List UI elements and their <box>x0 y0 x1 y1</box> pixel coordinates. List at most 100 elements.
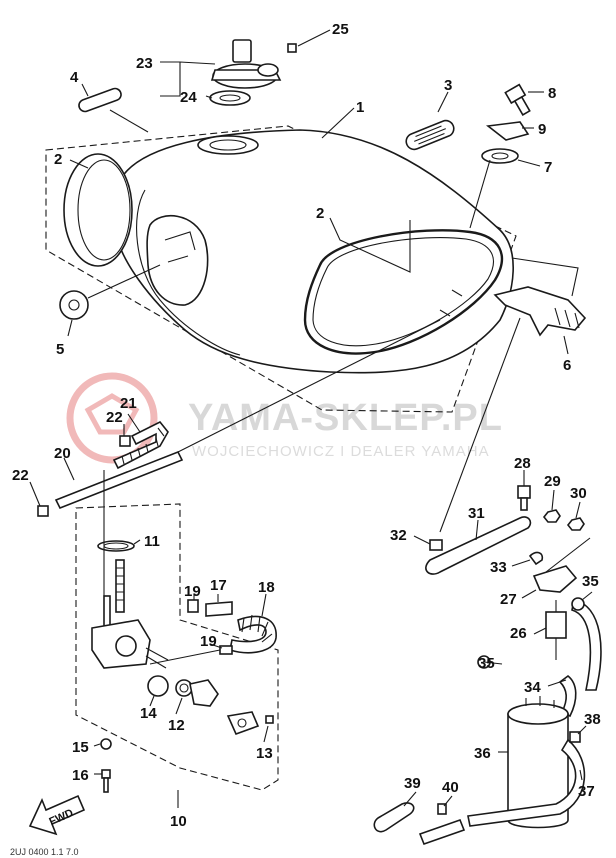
canister-36-top <box>507 703 569 725</box>
tank-recess-bracket <box>164 231 196 263</box>
cap-5-body <box>59 290 89 320</box>
hose-40 <box>418 818 466 846</box>
callout-15: 15 <box>72 739 89 756</box>
filler-cap-gasket <box>209 90 251 106</box>
leader-11 <box>133 539 141 545</box>
leader-7 <box>469 159 541 229</box>
leader-35b <box>483 661 503 665</box>
leader-2b <box>329 217 411 273</box>
hose-21-coil <box>121 427 165 465</box>
filler-cap-hinge <box>257 63 279 77</box>
leader-23 <box>160 61 216 97</box>
callout-3: 3 <box>444 77 452 94</box>
fuel-cock-assembly-outline <box>75 503 279 791</box>
fuel-tank-body <box>112 129 514 374</box>
bolt-28 <box>517 485 531 499</box>
fuel-cock-strainer <box>115 559 125 613</box>
callout-31: 31 <box>468 505 485 522</box>
callout-19-upper: 19 <box>184 583 201 600</box>
callout-17: 17 <box>210 577 227 594</box>
leader-33 <box>511 559 531 567</box>
clip-35-upper <box>571 597 585 611</box>
side-panel-outline <box>303 229 504 355</box>
tie-fuel-cock-to-clip <box>149 649 221 665</box>
leader-37 <box>579 769 583 781</box>
callout-28: 28 <box>514 455 531 472</box>
callout-5: 5 <box>56 341 64 358</box>
washer-9 <box>485 121 530 141</box>
callout-7: 7 <box>544 159 552 176</box>
leader-35a <box>581 591 593 601</box>
leader-38 <box>577 725 587 735</box>
fuel-tank-rear-flank <box>136 189 241 356</box>
callout-29: 29 <box>544 473 561 490</box>
hose-20 <box>54 450 184 510</box>
fuel-cock-knob <box>115 635 137 657</box>
callout-2-right: 2 <box>316 205 324 222</box>
fwd-arrow: FWD <box>28 794 86 836</box>
leader-4 <box>81 83 149 133</box>
clip-19-upper <box>187 599 199 613</box>
leader-5 <box>67 264 161 337</box>
fuel-cock-strainer-mesh <box>116 567 124 601</box>
screw-16 <box>101 769 111 779</box>
callout-26: 26 <box>510 625 527 642</box>
watermark-logo-mark <box>84 393 140 435</box>
hose-18-coil <box>241 614 273 643</box>
callout-9: 9 <box>538 121 546 138</box>
callout-10: 10 <box>170 813 187 830</box>
tie-clip-to-canister <box>545 537 591 573</box>
leader-20 <box>63 457 75 481</box>
side-cover-left-rim <box>77 159 131 261</box>
callout-35-lower: 35 <box>478 655 495 672</box>
filler-cap-assembly <box>209 39 297 106</box>
hose-39 <box>373 802 415 833</box>
fuel-cock <box>91 559 169 669</box>
clip-19-lower <box>219 645 233 655</box>
cap-5 <box>59 290 89 320</box>
leader-15 <box>93 743 101 747</box>
callout-37: 37 <box>578 783 595 800</box>
grommet-7-hole <box>491 152 509 160</box>
tank-seam <box>439 289 463 317</box>
callout-2-left: 2 <box>54 151 62 168</box>
clip-40 <box>437 803 447 815</box>
leader-6 <box>511 257 579 355</box>
leader-24 <box>205 95 213 99</box>
side-panel-inner <box>312 236 494 347</box>
filler-cap-gasket-inner <box>219 94 241 102</box>
callout-38: 38 <box>584 711 601 728</box>
callout-11: 11 <box>144 533 160 550</box>
gasket-14 <box>147 675 169 697</box>
callout-32: 32 <box>390 527 407 544</box>
callout-18: 18 <box>258 579 275 596</box>
leader-31 <box>475 519 479 541</box>
leader-27 <box>521 589 537 599</box>
diagram-code: 2UJ 0400 1.1 7.0 <box>10 847 79 857</box>
tank-badge <box>78 87 122 113</box>
leader-39 <box>403 791 417 807</box>
leader-19b <box>209 643 223 649</box>
o-ring-12-inner <box>179 683 189 693</box>
callout-21: 21 <box>120 395 137 412</box>
tank-recess <box>146 214 209 306</box>
watermark-dealer: WOJCIECHOWICZ I DEALER YAMAHA <box>192 443 490 460</box>
hose-37 <box>467 738 586 827</box>
watermark: YAMA-SKLEP.PL WOJCIECHOWICZ I DEALER YAM… <box>66 372 503 464</box>
leader-12 <box>175 697 183 715</box>
nut-30 <box>566 517 585 531</box>
callouts: 1 2 2 3 4 5 6 7 8 9 10 11 12 13 14 15 16… <box>12 21 601 830</box>
fuel-cock-outlet <box>145 647 169 669</box>
leader-22b <box>29 481 41 507</box>
bolt-8 <box>504 83 531 116</box>
callout-13: 13 <box>256 745 273 762</box>
bracket-6 <box>493 286 587 337</box>
bracket-27 <box>532 565 578 593</box>
leader-21 <box>127 413 141 433</box>
watermark-brand: YAMA-SKLEP.PL <box>188 397 503 439</box>
clip-33 <box>528 551 544 566</box>
plate-13-hole <box>237 718 247 728</box>
callout-1: 1 <box>356 99 364 116</box>
callout-34: 34 <box>524 679 541 696</box>
bolt-8-shank <box>513 95 531 116</box>
